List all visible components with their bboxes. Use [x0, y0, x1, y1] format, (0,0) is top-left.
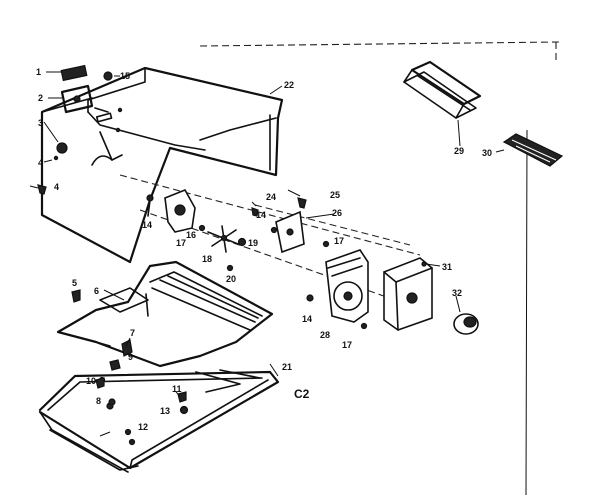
motor-mount — [146, 188, 196, 233]
callout-14c: 14 — [302, 314, 312, 324]
callout-20: 20 — [226, 274, 236, 284]
callout-32: 32 — [452, 288, 462, 298]
callout-14: 14 — [142, 220, 152, 230]
callout-10: 10 — [86, 376, 96, 386]
callout-17b: 17 — [334, 236, 344, 246]
callout-25: 25 — [330, 190, 340, 200]
part-1 — [60, 64, 88, 82]
part-7 — [121, 339, 133, 357]
top-border-line — [199, 41, 561, 47]
louver-29 — [403, 60, 482, 119]
callout-29: 29 — [454, 146, 464, 156]
screw-25 — [297, 197, 307, 209]
part-5 — [71, 289, 81, 303]
nut-14c — [306, 294, 314, 302]
part-13 — [179, 405, 189, 415]
callout-26: 26 — [332, 208, 342, 218]
drip-tray — [56, 260, 274, 368]
callout-labels: 1 2 3 4 4 15 22 14 16 17 18 19 20 24 14 … — [36, 67, 492, 432]
callout-5: 5 — [72, 278, 77, 288]
part-2 — [60, 84, 94, 114]
part-12 — [128, 438, 136, 446]
callout-2: 2 — [38, 93, 43, 103]
nut-near-26 — [270, 226, 278, 234]
leader-lines — [29, 71, 505, 397]
callout-19: 19 — [248, 238, 258, 248]
callout-1: 1 — [36, 67, 41, 77]
callout-18: 18 — [202, 254, 212, 264]
base-pan-leader — [99, 431, 111, 437]
callout-8: 8 — [96, 396, 101, 406]
part-10 — [95, 377, 105, 389]
part-4 — [37, 184, 47, 195]
callout-16: 16 — [186, 230, 196, 240]
callout-24: 24 — [266, 192, 276, 202]
callout-4: 4 — [38, 158, 43, 168]
callout-7: 7 — [130, 328, 135, 338]
diagram-code: C2 — [294, 387, 310, 401]
callout-30: 30 — [482, 148, 492, 158]
washer-17c — [360, 322, 368, 330]
callout-28: 28 — [320, 330, 330, 340]
base-pan — [38, 369, 280, 473]
cabinet-housing — [40, 66, 284, 264]
callout-13: 13 — [160, 406, 170, 416]
washer-20 — [226, 264, 234, 272]
motor-31 — [383, 257, 433, 331]
fan-blade — [207, 225, 239, 253]
callout-15: 15 — [120, 71, 130, 81]
part-11 — [177, 391, 187, 403]
callout-17: 17 — [176, 238, 186, 248]
assembly-line-1 — [119, 174, 421, 256]
knob-32 — [453, 313, 479, 335]
callout-9: 9 — [128, 352, 133, 362]
callout-11: 11 — [172, 384, 182, 394]
callout-31: 31 — [442, 262, 452, 272]
callout-17c: 17 — [342, 340, 352, 350]
part-3 — [56, 142, 68, 154]
washer-17 — [198, 224, 206, 232]
callout-6: 6 — [94, 286, 99, 296]
callout-14b: 14 — [256, 210, 266, 220]
part-15 — [103, 71, 113, 81]
right-vertical-line — [525, 129, 528, 496]
nut-17b — [322, 240, 330, 248]
part-8 — [108, 398, 116, 406]
callout-4b: 4 — [54, 182, 59, 192]
callout-21: 21 — [282, 362, 292, 372]
filter-30 — [502, 133, 564, 167]
blower-housing — [325, 249, 369, 323]
screw-24 — [251, 207, 259, 217]
callout-22: 22 — [284, 80, 294, 90]
bracket-26 — [275, 210, 305, 254]
callout-3: 3 — [38, 118, 43, 128]
part-9 — [109, 359, 121, 371]
assembly-line-3 — [254, 204, 411, 246]
callout-12: 12 — [138, 422, 148, 432]
washer-19 — [237, 237, 247, 247]
